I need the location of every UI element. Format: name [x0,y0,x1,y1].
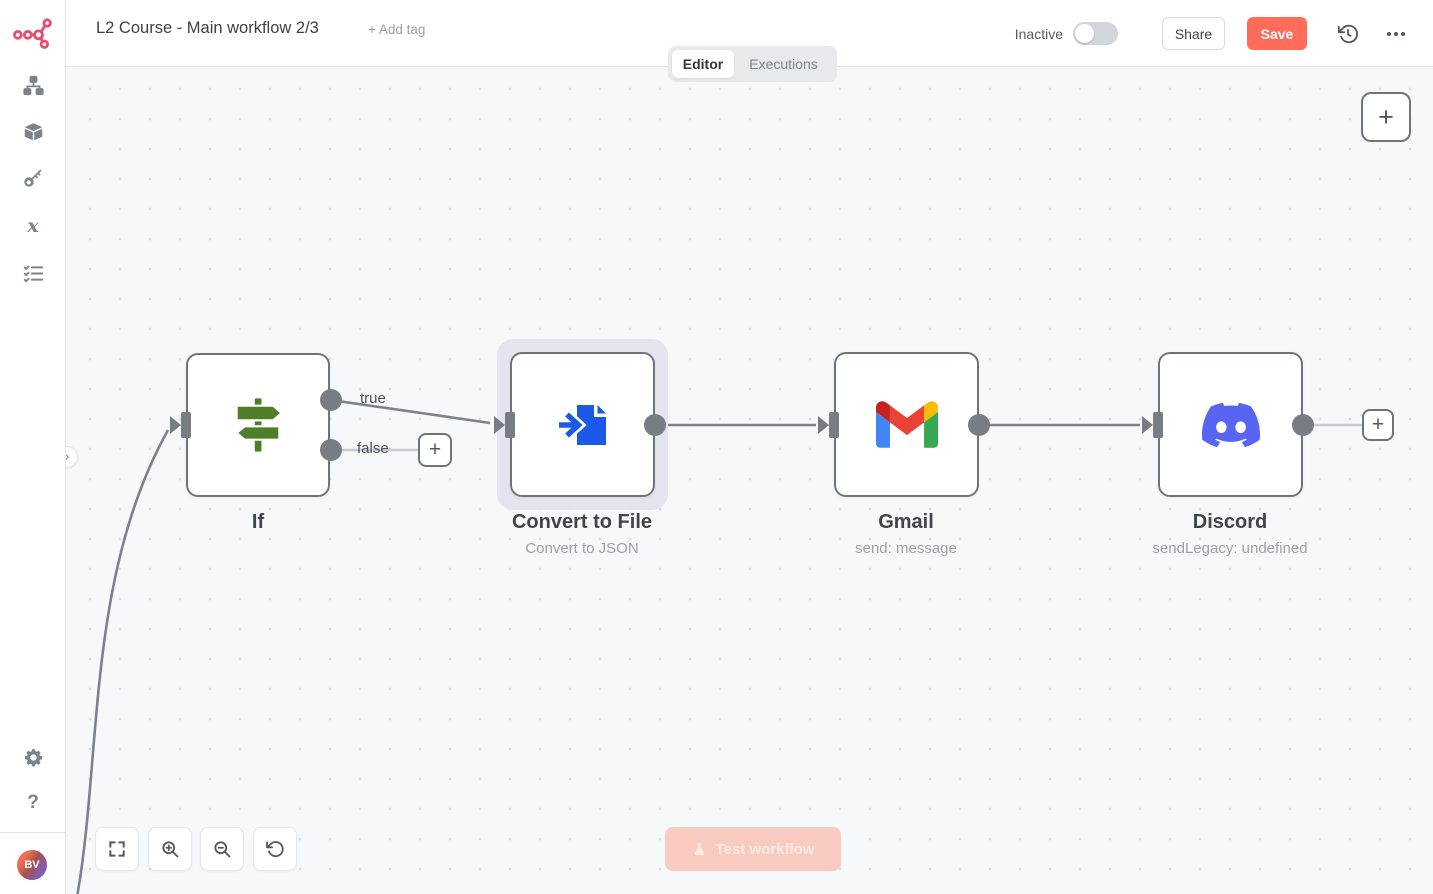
add-node-after-discord-button[interactable]: + [1362,409,1394,441]
test-workflow-label: Test workflow [715,840,815,858]
view-tabs: Editor Executions [668,46,837,82]
more-options-button[interactable] [1381,19,1411,49]
discord-input-handle [1153,412,1163,438]
gmail-output-dot[interactable] [968,414,990,436]
node-title: If [251,511,265,533]
workflow-canvas[interactable]: › true false + If [56,67,1433,894]
flask-icon [694,842,704,855]
node-gmail[interactable] [834,352,979,497]
reset-zoom-icon [266,841,284,858]
tab-editor[interactable]: Editor [672,50,734,78]
sidebar-item-settings[interactable] [0,740,66,774]
reset-zoom-button[interactable] [253,827,297,871]
add-node-button[interactable]: + [1361,92,1411,142]
fit-view-icon [109,841,125,857]
sidebar-item-workflows[interactable] [0,68,66,102]
add-node-false-branch-button[interactable]: + [418,433,452,467]
node-if[interactable] [186,353,330,497]
node-subtitle: sendLegacy: undefined [1152,540,1308,557]
save-button[interactable]: Save [1247,17,1307,50]
if-signpost-icon [235,398,283,452]
connection-incoming-to-if[interactable] [76,429,170,894]
convert-input-handle [505,412,515,438]
node-gmail-label: Gmail send: message [746,511,1066,557]
gmail-input-handle [829,412,839,438]
branch-label-false: false [357,440,389,457]
node-title: Discord [1192,511,1268,533]
zoom-out-button[interactable] [200,827,244,871]
node-discord-label: Discord sendLegacy: undefined [1070,511,1390,557]
connections-layer [76,398,1364,894]
toggle-knob [1075,24,1094,43]
help-icon: ? [27,792,39,813]
gmail-icon [875,401,938,448]
sidebar-item-help[interactable]: ? [0,786,66,820]
connection-if-true-to-convert[interactable] [330,398,491,425]
zoom-in-icon [162,841,179,858]
sidebar: x ? BV [0,0,66,894]
convert-to-file-icon [558,404,606,445]
sidebar-item-credentials[interactable] [0,161,66,195]
zoom-in-button[interactable] [148,827,192,871]
workflow-title[interactable]: L2 Course - Main workflow 2/3 [96,19,319,37]
node-subtitle: send: message [855,540,957,557]
node-title: Gmail [878,511,934,533]
sidebar-item-executions[interactable] [0,256,66,290]
discord-icon [1201,402,1260,447]
gear-icon [24,748,42,766]
node-if-label: If [98,511,418,534]
node-discord[interactable] [1158,352,1303,497]
history-icon [1337,24,1359,43]
variables-icon: x [27,215,39,237]
inactive-label: Inactive [1014,25,1063,42]
sidebar-divider [0,832,66,833]
add-tag-button[interactable]: + Add tag [368,22,426,37]
zoom-out-icon [214,841,231,858]
workflows-icon [22,75,44,95]
if-input-handle [181,412,191,438]
sidebar-item-variables[interactable]: x [0,209,66,243]
if-output-true-dot[interactable] [320,389,342,411]
executions-list-icon [23,265,43,282]
share-button[interactable]: Share [1162,17,1225,50]
if-output-false-dot[interactable] [320,439,342,461]
convert-output-dot[interactable] [644,414,666,436]
avatar-initials: BV [24,859,40,871]
node-title: Convert to File [511,511,652,533]
tab-executions[interactable]: Executions [749,56,818,72]
branch-label-true: true [360,390,386,407]
test-workflow-button[interactable]: Test workflow [665,827,841,871]
node-convert-to-file[interactable] [510,352,655,497]
history-button[interactable] [1333,19,1363,49]
templates-box-icon [24,122,42,140]
key-icon [24,169,42,187]
sidebar-item-templates[interactable] [0,114,66,148]
n8n-logo-icon [13,18,52,49]
user-avatar[interactable]: BV [17,850,47,880]
node-subtitle: Convert to JSON [525,540,639,557]
node-convert-label: Convert to File Convert to JSON [422,511,742,557]
active-toggle[interactable] [1073,22,1118,45]
ellipsis-icon [1387,31,1405,36]
zoom-to-fit-button[interactable] [95,827,139,871]
discord-output-dot[interactable] [1292,414,1314,436]
